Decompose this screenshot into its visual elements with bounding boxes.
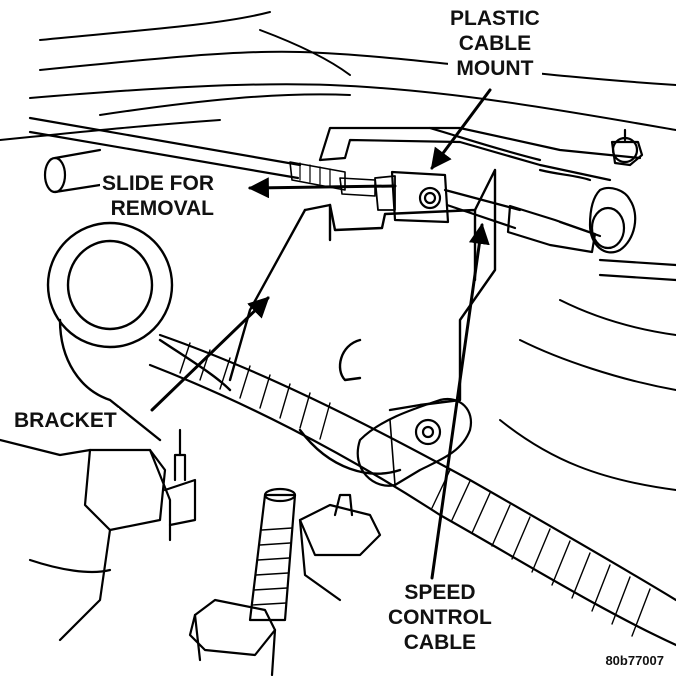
callout-leaders xyxy=(150,88,492,580)
right-panel xyxy=(499,299,676,491)
label-bracket: BRACKET xyxy=(12,408,119,433)
upper-rod xyxy=(28,116,346,191)
upper-body-contours xyxy=(0,11,676,141)
plastic-mount-block xyxy=(339,170,602,254)
label-speed-control-cable: SPEED CONTROL CABLE xyxy=(386,580,494,655)
leader-bracket xyxy=(150,296,270,412)
hose-stub xyxy=(43,148,102,194)
figure-code: 80b77007 xyxy=(605,653,664,668)
label-slide-for-removal: SLIDE FOR REMOVAL xyxy=(100,171,217,221)
leader-plastic-mount xyxy=(430,88,492,170)
ring-fitting xyxy=(46,221,232,442)
leader-speed-control xyxy=(430,222,490,580)
label-plastic-cable-mount: PLASTIC CABLE MOUNT xyxy=(448,6,542,81)
leader-slide-removal xyxy=(247,177,397,199)
lower-bolt xyxy=(188,487,297,676)
lower-blocks xyxy=(0,428,197,642)
center-stud xyxy=(298,493,382,602)
bracket-plate xyxy=(228,168,497,475)
